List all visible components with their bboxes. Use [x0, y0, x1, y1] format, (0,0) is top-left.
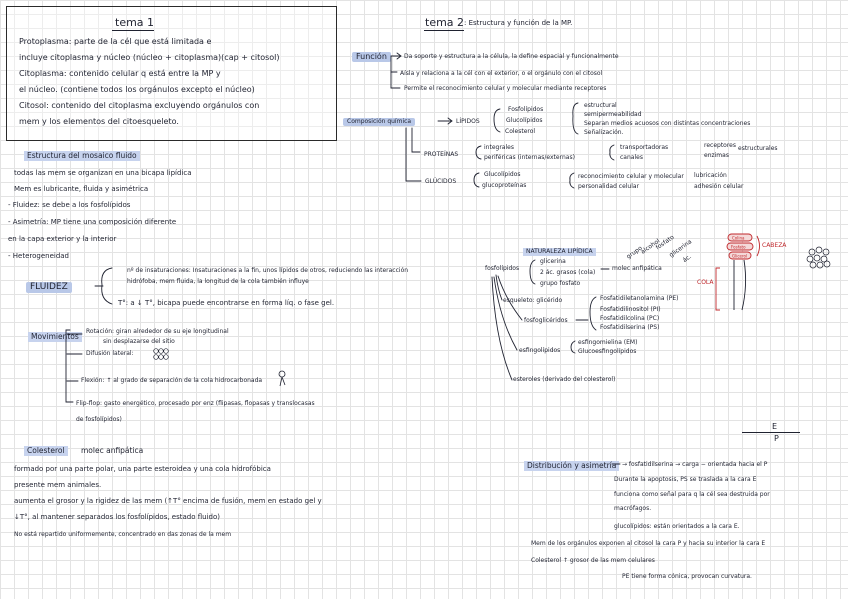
arrow: [412, 128, 420, 152]
fosfoglic-brace: [590, 297, 596, 330]
molecule-label: Colina: [732, 236, 745, 241]
arrow: [406, 128, 421, 181]
molecule-label: Glicerol: [732, 254, 747, 259]
lipidos-func-brace: [573, 103, 578, 134]
molecule-label: Fosfato: [731, 245, 746, 250]
movimientos-bracket: [66, 330, 72, 402]
glucidos-brace: [474, 173, 479, 187]
tree-line: [492, 277, 512, 380]
tree-line: [494, 277, 517, 350]
flexion-icon: [279, 371, 285, 386]
fosfo-brace: [530, 260, 535, 284]
arrow: [391, 53, 401, 59]
proteinas-brace: [476, 146, 481, 159]
proteinas-func-brace: [610, 145, 614, 160]
arrow: [438, 118, 452, 124]
difusion-icon: [154, 349, 169, 360]
esfingo-brace: [571, 341, 575, 353]
micelle-icon: [807, 247, 830, 268]
lipidos-brace: [494, 109, 500, 132]
glucidos-func-brace: [570, 173, 574, 188]
